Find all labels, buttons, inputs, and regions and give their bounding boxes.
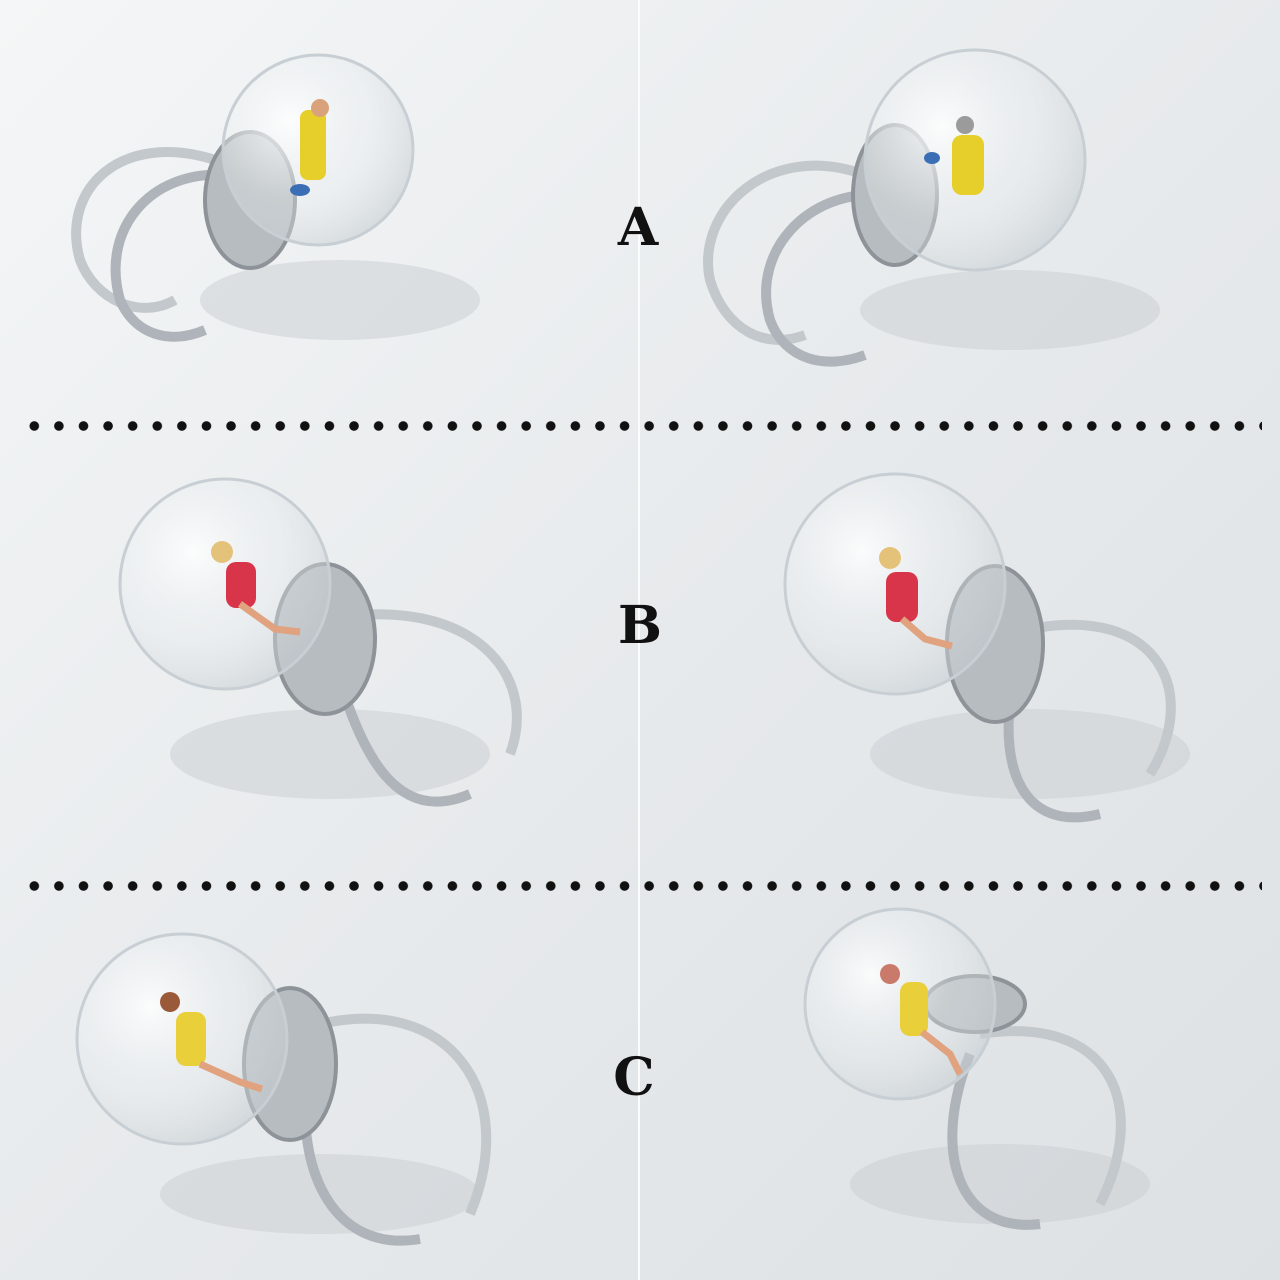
vertical-divider (638, 0, 640, 1280)
photo-b-right (640, 434, 1278, 880)
photo-a-left (0, 0, 638, 420)
photo-b-left (0, 434, 638, 880)
photo-a-right (640, 0, 1278, 420)
variant-label-b: B (618, 595, 662, 656)
dotted-separator-1 (22, 419, 1262, 433)
variant-label-c: C (613, 1047, 655, 1108)
dotted-separator-2 (22, 879, 1262, 893)
variant-label-a: A (617, 197, 659, 258)
figure-swimsuit (300, 110, 326, 180)
photo-c-right (640, 894, 1278, 1280)
photo-c-left (0, 894, 638, 1280)
